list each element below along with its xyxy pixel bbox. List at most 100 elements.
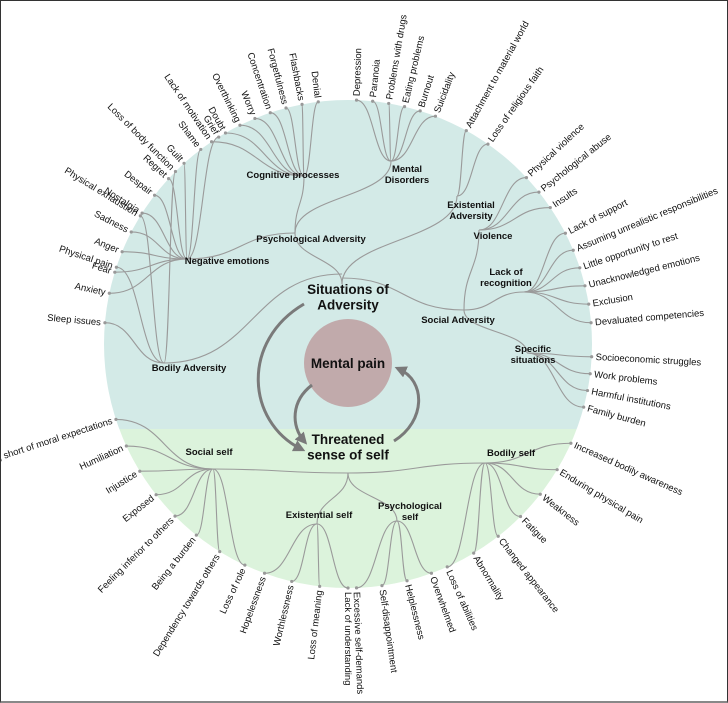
edge-excessive-self-demands — [356, 520, 398, 589]
mental-pain-label: Mental pain — [311, 356, 385, 371]
leaf-dot — [268, 111, 272, 115]
edge-changed-appearance — [484, 462, 499, 537]
edge-paranoia — [372, 100, 392, 162]
edge-loss-of-body-function — [163, 170, 176, 364]
edge-self-psychological — [347, 472, 398, 522]
edge-psych-cognitive — [294, 175, 305, 234]
branch-lack-of-recognition-line: recognition — [480, 278, 532, 289]
branch-existential-adversity-line: Existential — [447, 200, 495, 211]
edge-shame — [186, 148, 202, 260]
edge-lack-of-motivation — [211, 141, 305, 177]
leaf-label: Fatigue — [519, 516, 549, 546]
edge-worthlessness — [291, 523, 318, 582]
edge-sleep-issues — [104, 322, 165, 364]
edge-regret — [168, 178, 188, 260]
branch-bodily-self: Bodily self — [487, 448, 536, 459]
edge-family-burden — [526, 352, 584, 408]
edge-denial — [303, 101, 319, 177]
edge-eating-problems — [390, 106, 406, 162]
edge-suicidality — [390, 115, 436, 162]
leaf-dot — [223, 131, 228, 135]
situations-of-adversity-line: Situations of — [307, 282, 389, 297]
edge-social-specific — [463, 309, 528, 354]
leaf-dot — [218, 549, 222, 554]
leaf-label: Insults — [551, 186, 580, 211]
edge-loss-of-meaning — [316, 523, 321, 587]
branch-violence: Violence — [474, 231, 513, 242]
edge-humiliation — [126, 445, 214, 470]
leaf-dot — [262, 571, 267, 575]
leaf-label: Work problems — [593, 369, 658, 388]
edge-lack-of-support — [523, 232, 566, 293]
threatened-sense-of-self-line: sense of self — [307, 448, 389, 463]
leaf-dot — [290, 579, 294, 584]
situations-of-adversity-line: Adversity — [317, 298, 379, 313]
edge-burnout — [390, 110, 421, 162]
leaf-label: Injustice — [104, 469, 139, 497]
edge-physical-pain — [116, 266, 165, 364]
leaf-dot — [585, 388, 590, 393]
edge-psychological-abuse — [478, 191, 539, 231]
leaf-dot — [346, 586, 350, 590]
leaf-label: Attachment to material world — [464, 19, 532, 130]
leaf-dot — [243, 563, 247, 567]
leaf-dot — [152, 193, 157, 197]
leaf-dot — [138, 214, 142, 218]
leaf-dot — [548, 205, 552, 210]
arrow-self-to-pain — [393, 366, 421, 443]
edge-assuming-unrealistic-responsibilities — [523, 249, 574, 293]
edge-flashbacks — [301, 103, 305, 177]
edge-self-social — [212, 468, 349, 474]
leaf-dot — [173, 169, 178, 174]
edge-enduring-physical-pain — [484, 462, 558, 471]
leaf-dot — [402, 105, 407, 109]
leaf-dot — [129, 230, 133, 234]
edge-situations-existential — [341, 195, 458, 285]
edge-loss-of-religious-faith — [456, 143, 489, 197]
leaf-label: Loss of body function — [105, 102, 176, 173]
leaf-dot — [405, 579, 409, 583]
edge-abnormality — [473, 462, 486, 554]
edge-self-disappointment — [381, 520, 398, 587]
leaf-dot — [124, 444, 128, 448]
leaf-label: Lack of understanding — [342, 592, 353, 685]
leaf-dot — [464, 128, 468, 133]
leaf-dot — [114, 265, 118, 269]
branch-existential-adversity-line: Adversity — [449, 211, 493, 222]
leaf-dot — [114, 417, 118, 422]
edge-social-violence — [463, 229, 480, 311]
leaf-dot — [217, 135, 221, 139]
edge-overwhelmed — [396, 520, 432, 574]
leaf-label: Paranoia — [368, 58, 383, 98]
leaf-label: Excessive self-demands — [351, 592, 366, 695]
leaf-dot — [354, 586, 359, 590]
leaf-dot — [354, 98, 359, 102]
edge-attachment-to-material-world — [456, 130, 467, 197]
leaf-dot — [371, 99, 375, 103]
edge-depression — [356, 99, 392, 162]
leaf-dot — [107, 291, 111, 295]
branch-existential-self-line: Existential self — [286, 510, 353, 521]
branch-social-adversity: Social Adversity — [421, 315, 495, 326]
branch-negative-emotions-line: Negative emotions — [185, 256, 269, 267]
edge-work-problems — [526, 352, 591, 375]
leaf-dot — [429, 571, 434, 575]
leaf-label: Loss of meaning — [306, 590, 325, 661]
leaf-dot — [472, 551, 476, 555]
edge-devaluated-competencies — [523, 291, 592, 324]
leaf-label: Weakness — [540, 493, 582, 529]
branch-lack-of-recognition-line: Lack of — [489, 267, 523, 278]
branch-bodily-self-line: Bodily self — [487, 448, 536, 459]
leaf-dot — [154, 493, 158, 497]
leaf-label: Exposed — [121, 493, 157, 524]
leaf-label: Helplessness — [402, 583, 426, 641]
leaf-label: Changed appearance — [496, 536, 561, 615]
leaf-dot — [578, 266, 582, 270]
branch-specific-situations-line: Specific — [515, 344, 551, 355]
leaf-dot — [238, 123, 242, 127]
leaf-dot — [140, 211, 144, 215]
leaf-dot — [173, 514, 177, 518]
